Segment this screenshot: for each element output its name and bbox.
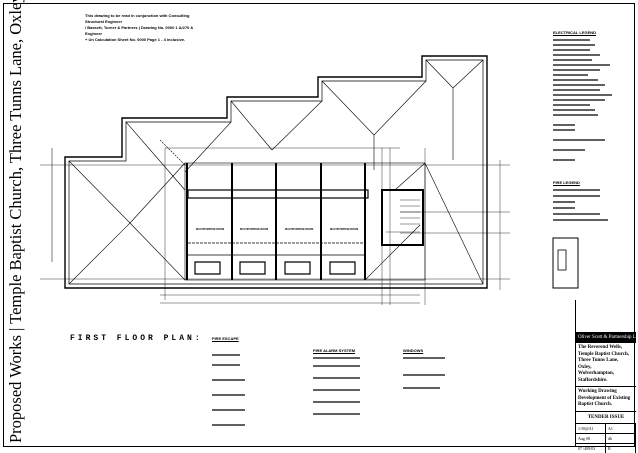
title-block: Oliver Scott & Partnership Ltd The Rever… [575,300,636,453]
drawn-by: db [606,433,636,443]
client-line: Wolverhampton, [578,371,614,376]
drawing-number-row: 07 /409/03 B [576,443,636,453]
stair-core [381,189,424,246]
stair-treads [386,199,420,233]
project-line: Development of Existing [578,395,631,401]
legend-text-blocks [212,39,612,426]
room-label: MULTIPURPOSE ROOM [285,228,314,231]
header-note: This drawing to be read in conjunction w… [85,13,205,43]
project-line: Working Drawing [578,389,617,394]
sheet-size: A1 [606,423,636,433]
scale-sheet-row: 1:50@A1 A1 [576,423,636,434]
revision-box [576,300,636,333]
plan-title: FIRST FLOOR PLAN: [70,334,203,343]
drawing-sheet-border [3,3,635,447]
client-address: The Reverend Wells, Temple Baptist Churc… [576,343,636,387]
door-symbol [557,249,567,271]
fire-door-detail [552,237,579,289]
room-label: MULTIPURPOSE ROOM [240,228,269,231]
room-label: MULTIPURPOSE ROOM [330,228,359,231]
header-note-line: This drawing to be read in conjunction w… [85,13,190,24]
issue-status: TENDER ISSUE [576,412,636,424]
header-note-line: + Un Calculation Sheet No. 0000 Page 1 -… [85,37,186,42]
project-line: Baptist Church. [578,402,613,407]
fire-notes-title: FIRE ESCAPE [212,336,239,341]
project-title: Working Drawing Development of Existing … [576,387,636,412]
roof-outline [64,55,488,289]
room-label: MULTIPURPOSE ROOM [196,228,225,231]
client-line: Three Tunns Lane, [578,358,619,363]
client-line: Temple Baptist Church, [578,351,629,357]
electrical-legend-title: ELECTRICAL LEGEND [553,30,597,35]
date-value: Aug 08 [576,433,606,443]
windows-title: WINDOWS [403,348,424,353]
building-walls [184,162,426,281]
client-line: Oxley, [578,364,592,370]
header-note-line: / Bassett, Turner & Partners | Drawing N… [85,25,194,36]
client-line: The Reverend Wells, [578,345,623,350]
drawing-number: 07 /409/03 [576,443,606,453]
firm-name: Oliver Scott & Partnership Ltd [576,333,636,343]
fire-legend-title: FIRE LEGEND [553,180,580,185]
roof-hips [68,59,484,285]
fire-alarm-title: FIRE ALARM SYSTEM [313,348,356,353]
date-drawn-row: Aug 08 db [576,433,636,444]
client-line: Staffordshire. [578,377,608,383]
scale-value: 1:50@A1 [576,423,606,433]
revision-letter: B [606,443,636,453]
